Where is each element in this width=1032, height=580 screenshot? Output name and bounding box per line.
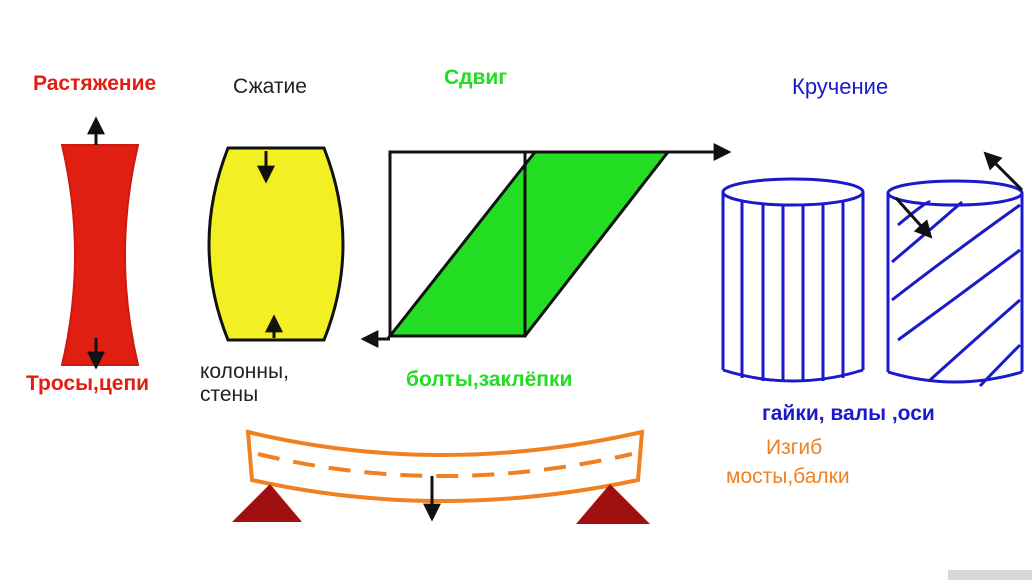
beam-outline bbox=[245, 429, 645, 503]
corner-strip bbox=[948, 570, 1032, 580]
shear-rectangle bbox=[388, 150, 527, 338]
beam-neutral-axis bbox=[257, 452, 633, 478]
shear-figure bbox=[360, 143, 732, 348]
torsion-arrow-inner bbox=[894, 196, 933, 239]
bending-title: Изгиб bbox=[766, 436, 823, 459]
torsion-cylinder-straight bbox=[721, 177, 865, 383]
bending-examples: мосты,балки bbox=[726, 465, 850, 488]
bending-figure bbox=[232, 429, 650, 524]
tension-figure bbox=[60, 116, 140, 370]
compression-examples: колонны, стены bbox=[200, 360, 289, 407]
shear-parallelogram bbox=[386, 150, 672, 338]
torsion-arrow-outer bbox=[983, 151, 1024, 192]
compression-figure bbox=[207, 146, 345, 342]
compression-barrel bbox=[207, 146, 345, 342]
shear-examples: болты,заклёпки bbox=[406, 368, 573, 391]
compression-title: Сжатие bbox=[233, 75, 307, 98]
beam-support-right bbox=[576, 484, 650, 524]
tension-examples: Тросы,цепи bbox=[26, 372, 150, 395]
torsion-title: Кручение bbox=[792, 74, 889, 99]
torsion-examples: гайки, валы ,оси bbox=[762, 402, 935, 425]
tension-title: Растяжение bbox=[33, 72, 157, 95]
tension-bar bbox=[60, 144, 140, 366]
shear-title: Сдвиг bbox=[444, 66, 508, 89]
torsion-cylinder-twisted bbox=[886, 179, 1024, 388]
beam-support-left bbox=[232, 484, 302, 522]
